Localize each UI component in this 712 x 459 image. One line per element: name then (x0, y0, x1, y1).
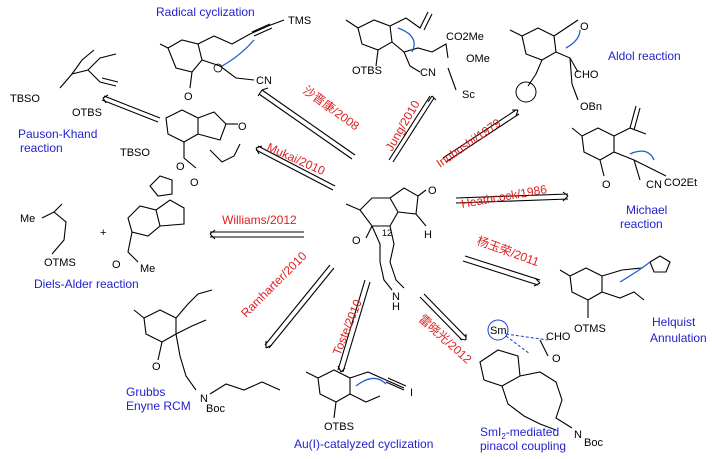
cn-jung: CN (420, 67, 436, 79)
pk-otbs: OTBS (72, 107, 102, 119)
author-heathcock: Heathcock/1986 (460, 182, 548, 211)
h-label: H (424, 229, 432, 241)
aldol-o: O (580, 21, 589, 33)
smi2-o: O (552, 353, 561, 365)
method-radical: Radical cyclization (156, 5, 255, 19)
method-grubbs-2: Enyne RCM (126, 399, 191, 413)
radical-precursor: Radical cyclization TMS CN O (156, 5, 311, 103)
mukai-o2: O (176, 161, 185, 173)
jung-precursor: CO2Me OMe OTBS CN Sc (345, 11, 490, 101)
nh-label: H (392, 301, 400, 313)
ome: OMe (466, 53, 490, 65)
aldol-obn: OBn (580, 101, 602, 113)
grubbs-n: N (200, 393, 208, 405)
author-labels: 沙晋康/2008 Jung/2010 Inubushi/1979 Heathco… (222, 82, 548, 366)
c12-label: 12 (382, 228, 392, 238)
da-o: O (112, 259, 121, 271)
method-pauson-2: reaction (20, 141, 63, 155)
author-toste: Toste/2010 (330, 297, 365, 357)
grubbs-precursor: O N Boc Grubbs Enyne RCM (126, 289, 281, 415)
aldol-cho: CHO (574, 69, 599, 81)
smi2-precursor: Sm CHO O N Boc SmI2-mediated pinacol cou… (479, 319, 603, 453)
smi2-cho: CHO (546, 331, 571, 343)
michael-precursor: O CN CO2Et Michael reaction (571, 105, 697, 231)
tms-1: TMS (288, 15, 311, 27)
smi2-boc: Boc (584, 437, 603, 449)
author-sha: 沙晋康/2008 (300, 82, 362, 133)
mukai-tbso: TBSO (120, 147, 150, 159)
method-helquist-1: Helquist (652, 315, 696, 329)
method-aldol: Aldol reaction (608, 49, 681, 63)
method-smi2-1: SmI2-mediated (480, 425, 559, 441)
sc: Sc (462, 89, 475, 101)
toste-precursor: I OTBS Au(I)-catalyzed cyclization (294, 369, 433, 451)
method-helquist-2: Annulation (650, 331, 707, 345)
mukai-o3: O (190, 177, 199, 189)
da-me-2: Me (140, 263, 155, 275)
helquist-precursor: OTMS Helquist Annulation (559, 255, 707, 345)
michael-cn: CN (646, 179, 662, 191)
method-smi2-2: pinacol coupling (480, 439, 566, 453)
pk-tbso: TBSO (10, 93, 40, 105)
grubbs-boc: Boc (206, 403, 225, 415)
n-label: N (392, 291, 400, 303)
aldol-precursor: Aldol reaction O CHO OBn (509, 19, 681, 113)
retro-arrows (101, 87, 569, 373)
method-toste: Au(I)-catalyzed cyclization (294, 437, 433, 451)
author-ramharter: Ramharter/2010 (238, 249, 309, 320)
otms-helquist: OTMS (574, 323, 606, 335)
author-yang: 杨玉荣/2011 (475, 233, 542, 269)
method-michael-2: reaction (620, 217, 663, 231)
michael-co2et: CO2Et (664, 177, 697, 189)
da-me-1: Me (20, 213, 35, 225)
author-williams: Williams/2012 (222, 213, 297, 227)
co2me: CO2Me (446, 31, 484, 43)
pauson-precursor: TBSO OTBS Pauson-Khand reaction (10, 49, 119, 155)
toste-iodine: I (410, 387, 413, 399)
method-grubbs-1: Grubbs (126, 385, 165, 399)
otbs-jung: OTBS (352, 65, 382, 77)
target-molecule: O O H 12 N H (345, 185, 437, 313)
da-otms: OTMS (44, 257, 76, 269)
method-pauson-1: Pauson-Khand (18, 127, 97, 141)
mukai-precursor: O TBSO O O (120, 109, 247, 189)
sm-label: Sm (490, 325, 507, 337)
grubbs-o: O (152, 361, 161, 373)
author-inubushi: Inubushi/1979 (434, 116, 504, 171)
diels-alder-precursor: Me OTMS + Me O Diels-Alder reaction (20, 175, 185, 291)
da-plus: + (100, 227, 106, 239)
toste-otbs: OTBS (324, 421, 354, 433)
method-michael-1: Michael (626, 203, 667, 217)
method-diels-alder: Diels-Alder reaction (34, 277, 139, 291)
michael-o: O (602, 179, 611, 191)
smi2-nboc: N (574, 429, 582, 441)
mukai-o1: O (238, 121, 247, 133)
ketone-o1: O (428, 185, 437, 197)
ketone-radical: O (184, 91, 193, 103)
cn-1: CN (256, 75, 272, 87)
ketone-o2: O (352, 235, 361, 247)
